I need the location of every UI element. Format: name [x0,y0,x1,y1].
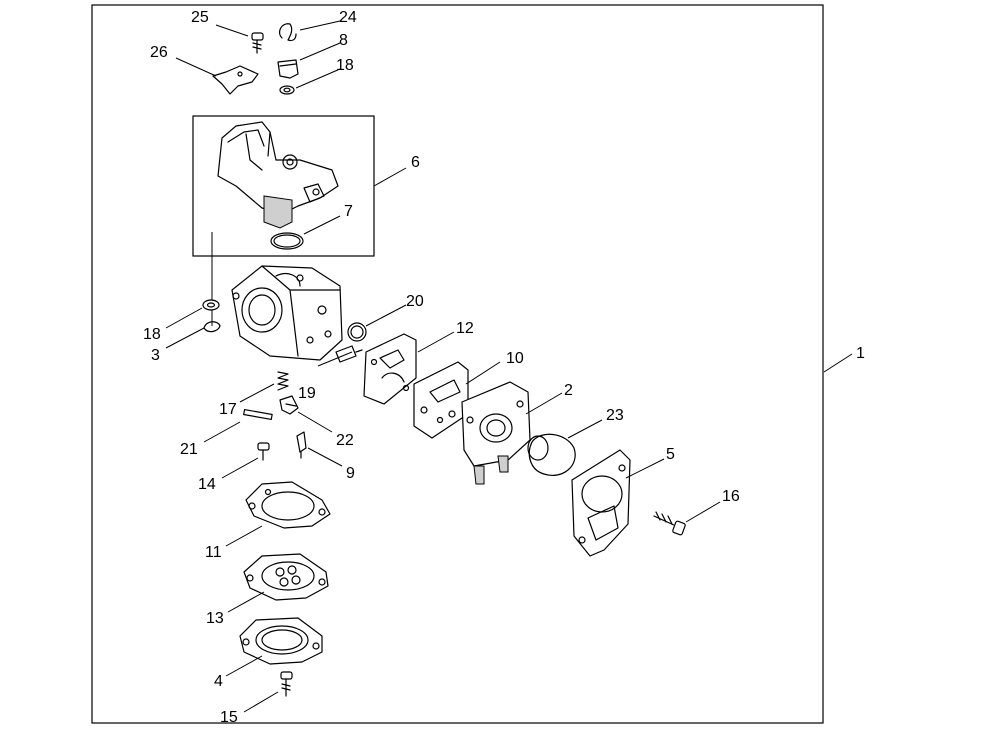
label-part-25: 25 [191,9,209,26]
label-part-26: 26 [150,44,168,61]
part-oring-20 [347,322,367,342]
part-carburetor-body [231,265,343,361]
label-part-14: 14 [198,476,216,493]
part-washer-18-top [279,85,295,95]
part-clip-24 [278,23,297,42]
part-plate-26 [212,65,259,95]
label-part-3: 3 [151,347,160,364]
label-part-18-top: 18 [336,57,354,74]
label-part-9: 9 [346,465,355,482]
label-part-2: 2 [564,382,573,399]
part-gasket-12 [363,333,417,405]
label-part-10: 10 [506,350,524,367]
label-part-22: 22 [336,432,354,449]
part-pin-21 [243,408,273,420]
label-part-5: 5 [666,446,675,463]
part-cap-8 [277,59,299,79]
part-needle-9 [296,431,307,459]
label-part-15: 15 [220,709,238,726]
part-body-6 [217,121,339,229]
assembly-frame [91,4,824,724]
label-part-6: 6 [411,154,420,171]
label-part-8: 8 [339,32,348,49]
label-part-24: 24 [339,9,357,26]
part-screw-15 [280,671,293,697]
part-oring-7 [270,232,304,250]
part-washer-18-lower [202,299,220,311]
part-bolt-16 [653,511,686,536]
label-part-12: 12 [456,320,474,337]
part-diaphragm-13 [243,553,329,601]
part-cover-plate-5 [571,449,631,557]
label-part-7: 7 [344,203,353,220]
part-screw-14 [257,442,270,461]
label-part-1: 1 [856,345,865,362]
label-part-16: 16 [722,488,740,505]
label-part-11: 11 [205,544,222,561]
label-part-18-lower: 18 [143,326,161,343]
part-gasket-10 [413,361,469,439]
label-part-23: 23 [606,407,624,424]
part-labels: 25 24 8 26 18 6 7 20 12 18 1 3 10 19 2 1… [143,9,865,726]
part-cover-4 [239,617,323,665]
part-pump-body-2 [461,381,531,485]
label-part-4: 4 [214,673,223,690]
leader-lines [165,20,853,713]
part-clip-3 [203,321,221,333]
part-primer-bulb-23 [527,433,576,476]
part-needle-19 [335,345,363,363]
part-screw-25 [251,32,264,54]
part-lever-22 [279,395,299,415]
label-part-19: 19 [298,385,316,402]
part-spring-17 [277,371,289,391]
part-gasket-11 [245,481,331,529]
label-part-20: 20 [406,293,424,310]
label-part-21: 21 [180,441,198,458]
label-part-17: 17 [219,401,237,418]
label-part-13: 13 [206,610,224,627]
